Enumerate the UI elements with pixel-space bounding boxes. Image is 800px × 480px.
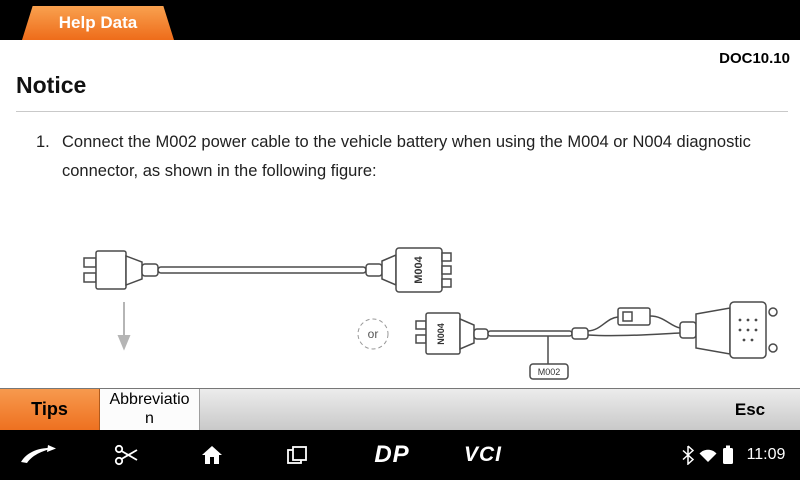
list-text: Connect the M002 power cable to the vehi… [62,133,751,180]
doc-code: DOC10.10 [719,50,790,67]
scissors-icon[interactable] [114,444,140,466]
abbreviation-button[interactable]: Abbreviation [100,389,200,430]
label-m002-tag: M002 [538,367,561,377]
home-icon[interactable] [200,444,224,466]
label-n004: N004 [436,323,446,345]
vci-logo[interactable]: VCI [463,443,503,466]
notice-item-1: 1. Connect the M002 power cable to the v… [36,128,774,186]
bottom-toolbar: Tips Abbreviation Esc [0,388,800,430]
header-bar: Help Data [0,0,800,40]
content-area: DOC10.10 Notice 1. Connect the M002 powe… [0,40,800,388]
divider [16,111,788,112]
tab-help-data[interactable]: Help Data [22,6,174,40]
status-clock: 11:09 [746,446,786,463]
system-navbar: DP VCI 11:09 [0,430,800,480]
esc-button[interactable]: Esc [700,389,800,430]
or-circle [357,318,389,350]
battery-icon [722,445,734,465]
bluetooth-icon [679,445,697,465]
wifi-icon [698,447,718,463]
down-arrow [117,302,131,351]
page-title: Notice [16,72,87,98]
dp-logo[interactable]: DP [374,441,410,468]
cable-diagram-svg: M004 or [83,247,778,380]
list-number: 1. [36,133,50,151]
label-m004: M004 [413,255,425,283]
toolbar-spacer [200,389,700,430]
cable-diagram: M004 or [78,238,790,386]
tips-button[interactable]: Tips [0,389,100,430]
back-icon[interactable] [19,444,57,466]
recents-icon[interactable] [285,444,309,466]
label-or: or [368,327,379,341]
